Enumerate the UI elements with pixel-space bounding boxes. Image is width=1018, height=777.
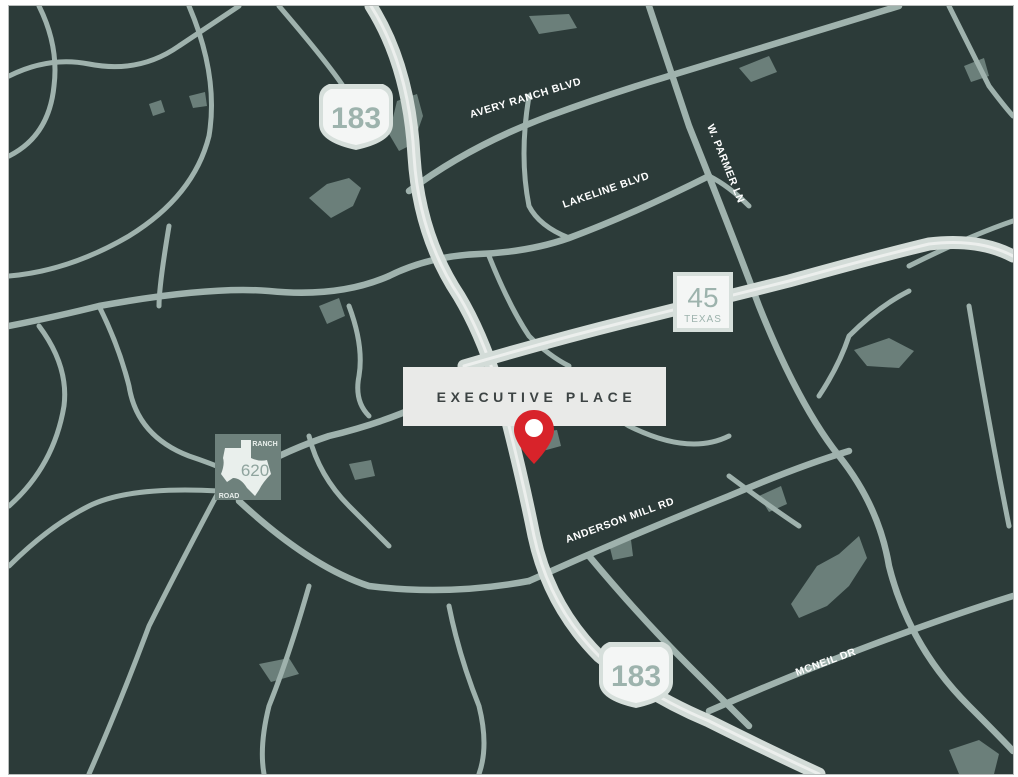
highways xyxy=(364,6,1013,774)
park-area xyxy=(949,740,999,774)
map-pin-icon[interactable] xyxy=(512,408,556,468)
us-183-number: 183 xyxy=(331,102,381,135)
us-183-shield-bottom: 183 xyxy=(599,642,673,708)
park-area xyxy=(189,92,207,108)
rr-620-number: 620 xyxy=(241,461,269,480)
park-area xyxy=(149,100,165,116)
park-area xyxy=(854,338,914,368)
park-area xyxy=(309,178,361,218)
sh-45-number: 45 xyxy=(687,282,718,313)
executive-place-label-text: EXECUTIVE PLACE xyxy=(436,388,637,405)
rr-620-top-label: RANCH xyxy=(252,441,277,448)
sh-45-shield: 45 TEXAS xyxy=(673,272,733,332)
us-183-shield-top: 183 xyxy=(319,84,393,150)
park-area xyxy=(791,536,867,618)
park-area xyxy=(349,460,375,480)
rr-620-shield: RANCH 620 ROAD xyxy=(215,434,281,500)
park-area xyxy=(259,658,299,682)
map-frame: AVERY RANCH BLVD LAKELINE BLVD W. PARMER… xyxy=(8,5,1014,775)
map-canvas[interactable]: AVERY RANCH BLVD LAKELINE BLVD W. PARMER… xyxy=(9,6,1013,774)
sh-45-state: TEXAS xyxy=(684,314,722,325)
park-area xyxy=(739,56,777,82)
us-183-number: 183 xyxy=(611,660,661,693)
park-area xyxy=(319,298,345,324)
park-area xyxy=(529,14,577,34)
rr-620-bottom-label: ROAD xyxy=(219,493,240,500)
executive-place-label[interactable]: EXECUTIVE PLACE xyxy=(403,367,666,426)
pin-center-dot xyxy=(525,419,543,437)
